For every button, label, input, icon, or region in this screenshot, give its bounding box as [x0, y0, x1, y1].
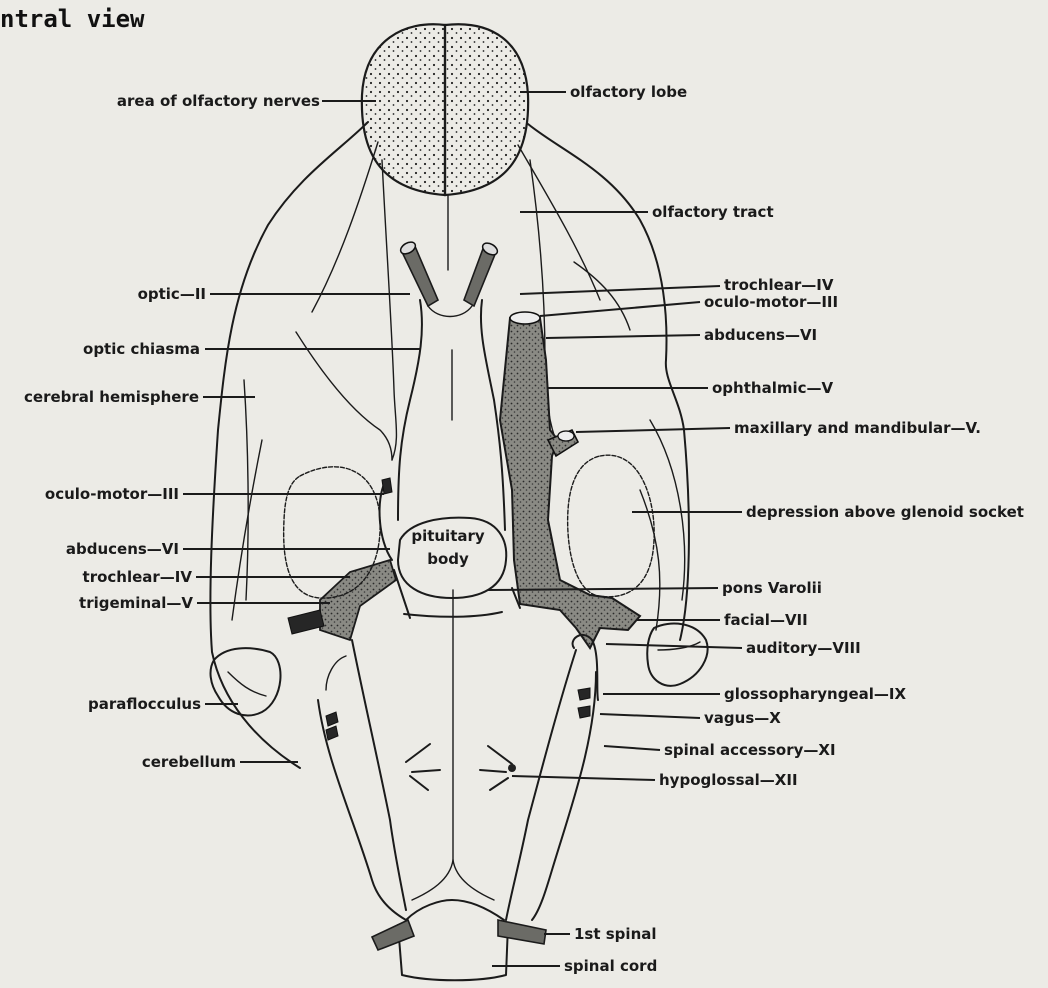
- brain-outline: [210, 122, 689, 860]
- label-optic-chiasma: optic chiasma: [83, 340, 200, 358]
- label-trochlear-right: trochlear—IV: [724, 276, 834, 294]
- label-first-spinal: 1st spinal: [574, 925, 657, 943]
- pituitary-label-line1: pituitary: [411, 527, 485, 545]
- medulla-cerebellum: [318, 635, 598, 980]
- paraflocculus-lobes: [211, 624, 708, 716]
- label-glossopharyngeal: glossopharyngeal—IX: [724, 685, 906, 703]
- label-maxillary-mandibular: maxillary and mandibular—V.: [734, 419, 981, 437]
- label-olfactory-tract: olfactory tract: [652, 203, 774, 221]
- label-hypoglossal: hypoglossal—XII: [659, 771, 798, 789]
- label-abducens-right: abducens—VI: [704, 326, 817, 344]
- pituitary-region: pituitary body: [398, 518, 506, 617]
- label-auditory: auditory—VIII: [746, 639, 861, 657]
- label-oculo-motor-right: oculo-motor—III: [704, 293, 838, 311]
- olfactory-lobes: [362, 24, 528, 195]
- label-olfactory-lobe: olfactory lobe: [570, 83, 687, 101]
- page-title: ntral view: [0, 5, 145, 33]
- label-trochlear-left: trochlear—IV: [83, 568, 193, 586]
- pituitary-label-line2: body: [427, 550, 469, 568]
- label-pons-varolii: pons Varolii: [722, 579, 822, 597]
- label-ophthalmic: ophthalmic—V: [712, 379, 833, 397]
- label-cerebral-hemisphere: cerebral hemisphere: [24, 388, 199, 406]
- label-facial: facial—VII: [724, 611, 808, 629]
- label-optic: optic—II: [138, 285, 206, 303]
- label-oculo-motor-left: oculo-motor—III: [45, 485, 179, 503]
- label-area-olfactory-nerves: area of olfactory nerves: [117, 92, 320, 110]
- left-nerve-roots: [288, 478, 410, 640]
- label-abducens-left: abducens—VI: [66, 540, 179, 558]
- label-trigeminal: trigeminal—V: [79, 594, 193, 612]
- label-vagus: vagus—X: [704, 709, 781, 727]
- label-spinal-accessory: spinal accessory—XI: [664, 741, 836, 759]
- right-trigeminal-trunk: [500, 312, 640, 648]
- label-paraflocculus: paraflocculus: [88, 695, 201, 713]
- label-cerebellum: cerebellum: [142, 753, 236, 771]
- label-depression-glenoid: depression above glenoid socket: [746, 503, 1024, 521]
- label-spinal-cord: spinal cord: [564, 957, 657, 975]
